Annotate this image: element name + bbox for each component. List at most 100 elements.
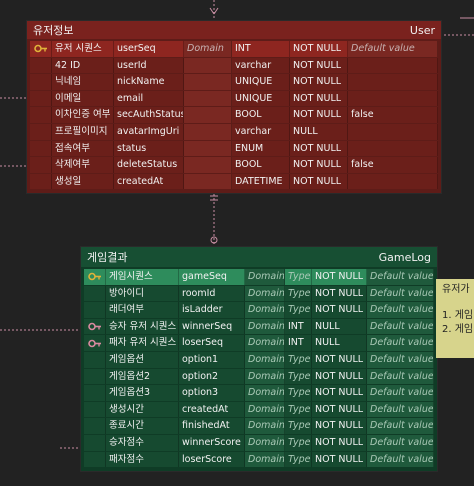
column-label: 프로필이미지 <box>52 123 114 140</box>
column-default <box>348 140 438 157</box>
key-cell <box>30 123 52 140</box>
column-null: NOT NULL <box>312 434 367 451</box>
column-name: secAuthStatus <box>114 107 184 123</box>
memo-line: 2. 게임 <box>442 324 474 335</box>
column-type: Domain <box>245 418 285 434</box>
key-cell <box>84 401 106 418</box>
column-name: avatarImgUri <box>114 123 184 140</box>
column-default: Default value <box>367 285 434 302</box>
column-type: Domain <box>245 385 285 401</box>
key-cell <box>30 74 52 90</box>
column-type2: ENUM <box>232 140 290 157</box>
key-cell <box>84 418 106 434</box>
column-label: 승자 유저 시퀀스 <box>106 318 179 335</box>
column-type2: INT <box>232 41 290 57</box>
column-default: Default value <box>367 351 434 368</box>
column-null: NOT NULL <box>312 418 367 434</box>
column-type2: Type <box>285 385 312 401</box>
column-default: Default value <box>367 335 434 351</box>
column-default: Default value <box>367 418 434 434</box>
column-null: NOT NULL <box>312 451 367 468</box>
column-type2: Type <box>285 285 312 302</box>
column-type: Domain <box>245 285 285 302</box>
column-label: 게임옵션 <box>106 351 179 368</box>
column-label: 생성일 <box>52 173 114 190</box>
key-cell <box>30 140 52 157</box>
key-cell <box>84 285 106 302</box>
column-null: NOT NULL <box>290 57 348 74</box>
column-label: 래더여부 <box>106 302 179 318</box>
column-type2: DATETIME <box>232 173 290 190</box>
column-label: 방아이디 <box>106 285 179 302</box>
column-null: NOT NULL <box>290 140 348 157</box>
user-entity-header: 유저정보 User <box>27 21 441 39</box>
column-type2: Type <box>285 451 312 468</box>
column-name: createdAt <box>179 401 245 418</box>
column-type: Domain <box>245 401 285 418</box>
key-cell <box>30 57 52 74</box>
fk-key-icon <box>87 339 101 347</box>
column-default: Default value <box>367 368 434 385</box>
key-cell <box>30 173 52 190</box>
column-label: 유저 시퀀스 <box>52 41 114 57</box>
key-cell <box>84 302 106 318</box>
column-default: Default value <box>367 302 434 318</box>
column-default: false <box>348 157 438 173</box>
column-label: 패자 유저 시퀀스 <box>106 335 179 351</box>
column-default <box>348 123 438 140</box>
column-label: 게임옵션2 <box>106 368 179 385</box>
key-cell <box>84 335 106 351</box>
key-cell <box>30 41 52 57</box>
column-name: email <box>114 90 184 107</box>
memo-title: 유저가 <box>442 284 470 295</box>
column-label: 게임시퀀스 <box>106 269 179 285</box>
memo-note[interactable]: 유저가 1. 게임 2. 게임 <box>436 279 474 358</box>
column-type2: Type <box>285 434 312 451</box>
column-null: NOT NULL <box>312 269 367 285</box>
column-default <box>348 173 438 190</box>
column-type2: BOOL <box>232 107 290 123</box>
column-type2: varchar <box>232 123 290 140</box>
column-null: NOT NULL <box>312 368 367 385</box>
key-cell <box>84 434 106 451</box>
fk-key-icon <box>87 322 101 331</box>
column-type2: Type <box>285 302 312 318</box>
column-label: 생성시간 <box>106 401 179 418</box>
key-cell <box>30 107 52 123</box>
column-type: Domain <box>245 335 285 351</box>
memo-line: 1. 게임 <box>442 310 474 321</box>
column-type: Domain <box>245 451 285 468</box>
column-null: NOT NULL <box>312 385 367 401</box>
column-default: false <box>348 107 438 123</box>
column-name: isLadder <box>179 302 245 318</box>
column-type <box>184 123 232 140</box>
column-null: NOT NULL <box>312 351 367 368</box>
column-name: nickName <box>114 74 184 90</box>
key-cell <box>84 351 106 368</box>
column-null: NOT NULL <box>290 41 348 57</box>
